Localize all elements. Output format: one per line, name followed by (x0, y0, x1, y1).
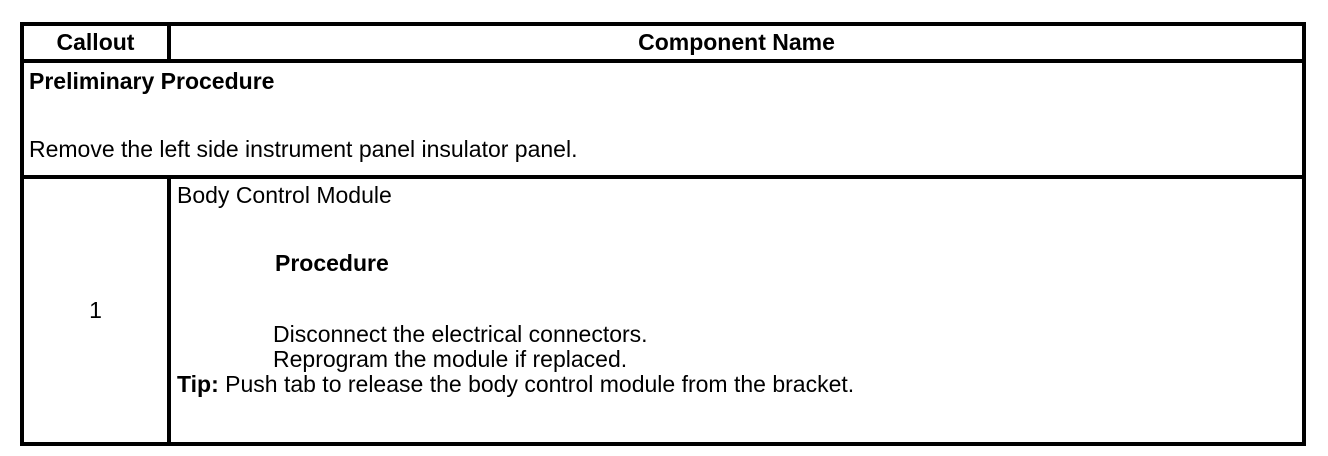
component-name: Body Control Module (177, 182, 392, 208)
preliminary-procedure-row: Preliminary Procedure Remove the left si… (20, 59, 1306, 179)
component-callout-table: Callout Component Name Preliminary Proce… (20, 22, 1306, 446)
tip-line: Tip: Push tab to release the body contro… (177, 372, 1294, 397)
procedure-step: Disconnect the electrical connectors. (273, 321, 648, 347)
preliminary-procedure-cell: Preliminary Procedure Remove the left si… (20, 59, 1306, 179)
table-header-row: Callout Component Name (20, 22, 1306, 63)
callout-number: 1 (20, 175, 171, 446)
table-row: 1 Body Control Module Procedure Disconne… (20, 175, 1306, 446)
component-name-column-header: Component Name (167, 22, 1306, 63)
component-detail-cell: Body Control Module Procedure Disconnect… (167, 175, 1306, 446)
procedure-heading: Procedure (275, 250, 389, 276)
procedure-step: Reprogram the module if replaced. (273, 346, 628, 372)
preliminary-procedure-title: Preliminary Procedure (29, 68, 275, 94)
callout-column-header: Callout (20, 22, 171, 63)
preliminary-procedure-instruction: Remove the left side instrument panel in… (29, 136, 578, 162)
tip-text: Push tab to release the body control mod… (225, 371, 855, 397)
tip-label: Tip: (177, 371, 219, 397)
